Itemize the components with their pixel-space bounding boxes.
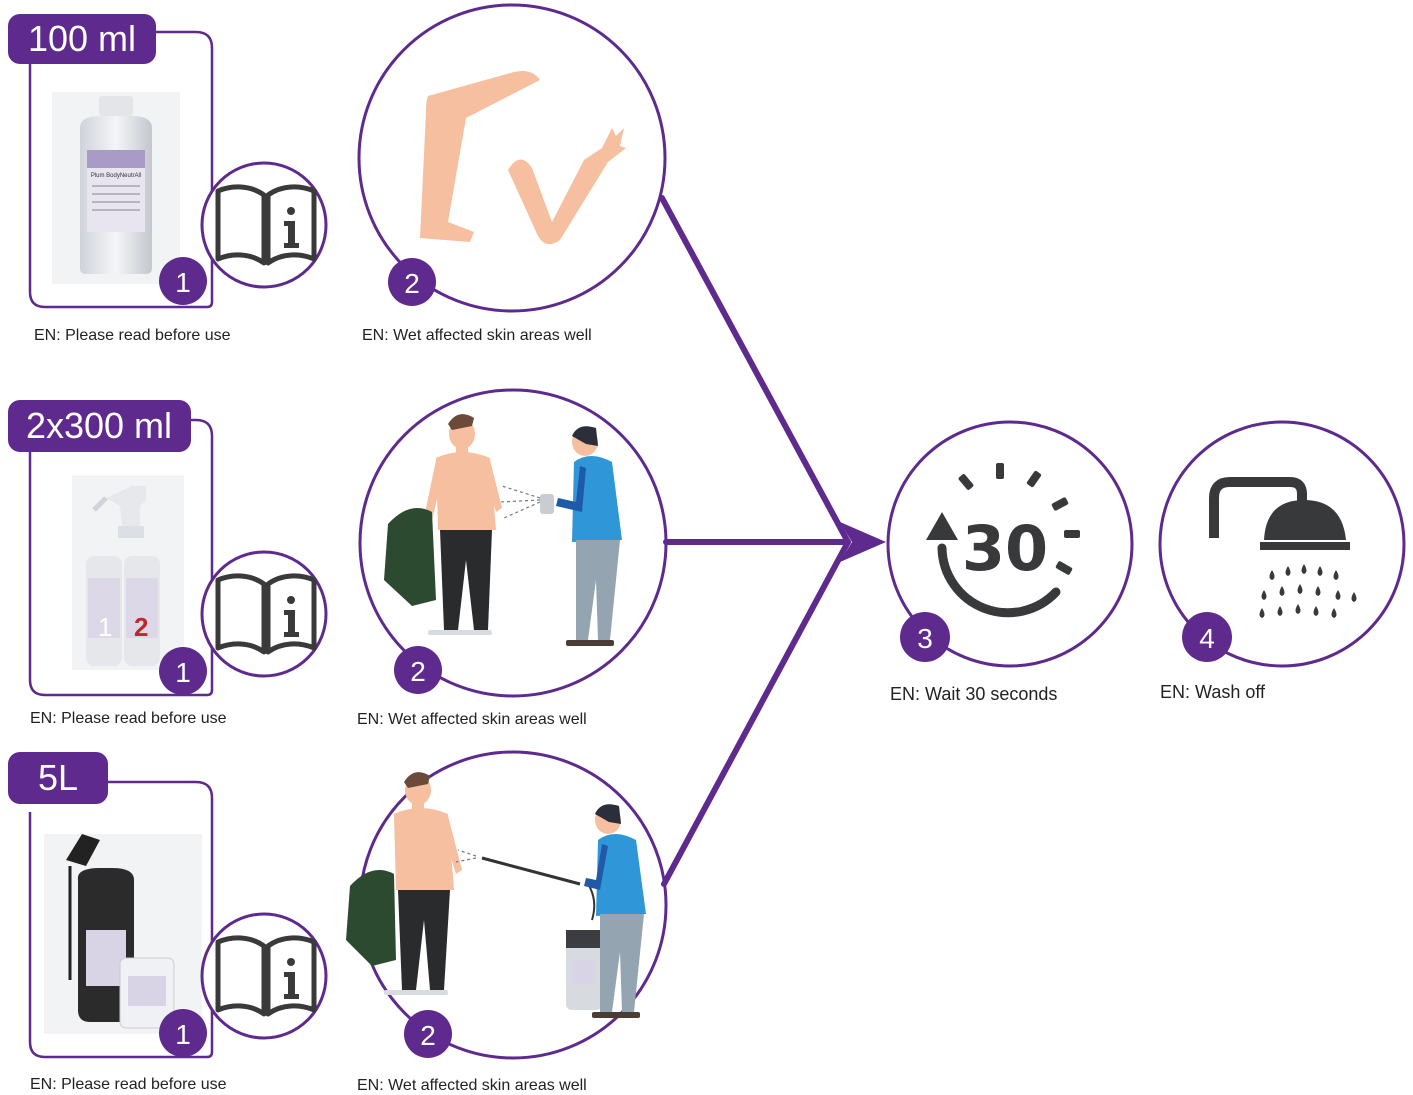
size-label: 2x300 ml — [26, 405, 172, 446]
step-number-badge — [159, 647, 207, 695]
step-number: 2 — [404, 268, 420, 299]
step-wash: 4 — [1158, 420, 1406, 668]
svg-text:2: 2 — [134, 612, 148, 642]
size-badge — [8, 752, 108, 804]
step-number-badge — [404, 1010, 452, 1058]
step-number-badge — [394, 646, 442, 694]
step1-caption: EN: Please read before use — [30, 1076, 227, 1093]
size-badge — [8, 14, 156, 64]
row-5l: 5L 1 — [8, 750, 668, 1060]
timer-30-icon: 30 — [926, 463, 1080, 618]
size-label: 5L — [38, 757, 78, 798]
size-label: 100 ml — [28, 18, 136, 59]
size-badge — [8, 400, 191, 452]
row-2x300ml: 2x300 ml 1 2 1 — [8, 388, 668, 698]
step2-caption: EN: Wet affected skin areas well — [362, 327, 592, 344]
arrow-head — [840, 522, 886, 562]
step-wait: 30 3 — [886, 420, 1134, 668]
step-number: 1 — [175, 1019, 191, 1050]
product-bottle-image: Plum BodyNeutrAll — [52, 92, 180, 284]
step3-caption: EN: Wait 30 seconds — [890, 684, 1058, 704]
step-number-badge — [159, 1009, 207, 1057]
step-number: 4 — [1199, 623, 1215, 654]
step-number: 1 — [175, 267, 191, 298]
step2-caption: EN: Wet affected skin areas well — [357, 711, 587, 728]
svg-text:1: 1 — [98, 612, 112, 642]
step-number-badge — [1182, 612, 1232, 662]
pressure-sprayer-scene-illustration — [346, 772, 646, 1018]
step-number-badge — [159, 257, 207, 305]
svg-text:Plum BodyNeutrAll: Plum BodyNeutrAll — [91, 173, 141, 179]
product-frame — [28, 780, 214, 1059]
step-number-badge — [388, 258, 436, 306]
step1-caption: EN: Please read before use — [34, 327, 231, 344]
shower-icon — [1209, 477, 1357, 618]
step1-caption: EN: Please read before use — [30, 710, 227, 727]
step-number: 2 — [410, 656, 426, 687]
step-number-badge — [900, 612, 950, 662]
wait-circle — [886, 420, 1134, 668]
product-spray-bottles-image: 1 2 — [72, 475, 184, 670]
timer-value: 30 — [962, 512, 1048, 585]
arm-leg-icon — [420, 71, 626, 245]
spray-bottle-scene-illustration — [384, 414, 622, 646]
row-100ml: 100 ml Plum BodyNeutrAll 1 2 — [8, 3, 667, 313]
product-frame — [28, 418, 214, 697]
product-sprayer-canister-image — [44, 834, 202, 1034]
step-number: 3 — [917, 623, 933, 654]
product-frame — [28, 30, 214, 309]
flow-arrows — [659, 195, 886, 887]
step2-caption: EN: Wet affected skin areas well — [357, 1077, 587, 1094]
step-number: 1 — [175, 657, 191, 688]
step-number: 2 — [420, 1020, 436, 1051]
step4-caption: EN: Wash off — [1160, 682, 1266, 702]
